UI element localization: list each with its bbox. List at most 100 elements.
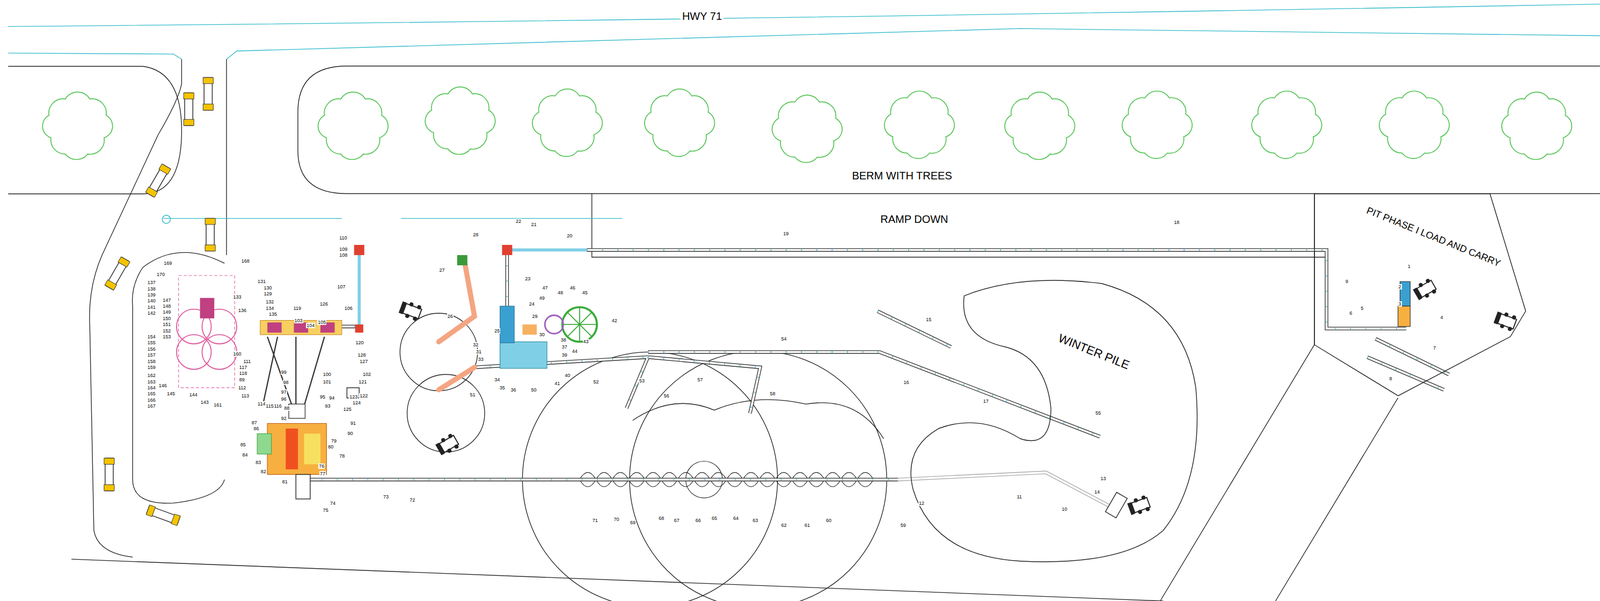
callout-number: 120: [355, 339, 365, 346]
callout-number: 40: [564, 372, 571, 378]
callout-number: 47: [542, 285, 549, 291]
callout-number: 76: [318, 463, 325, 469]
callout-number: 33: [477, 356, 485, 362]
crusher: [200, 297, 215, 319]
callout-number: 162: [147, 372, 157, 378]
callout-number: 135: [268, 311, 278, 317]
stockpile: [522, 351, 778, 601]
callout-number: 61: [804, 522, 811, 528]
callout-number: 114: [257, 400, 266, 407]
loader-fleet: [397, 277, 1518, 517]
callout-number: 62: [780, 522, 787, 528]
truck: [104, 457, 115, 491]
callout-number: 110: [338, 235, 348, 241]
callout-number: 104: [305, 322, 316, 328]
tree: [532, 89, 603, 157]
callout-number: 111: [242, 358, 252, 364]
callout-number: 11: [1016, 493, 1023, 500]
callout-number: 126: [319, 301, 329, 307]
berm-outline: [8, 66, 182, 194]
callout-number: 132: [265, 298, 275, 305]
callout-number: 7: [1432, 345, 1437, 351]
callout-number: 3: [1398, 301, 1402, 307]
region-label: PIT PHASE I LOAD AND CARRY: [1363, 202, 1505, 270]
feeder: [295, 473, 311, 499]
callout-number: 105: [317, 319, 327, 325]
stockpile: [629, 351, 887, 601]
callout-number: 26: [447, 313, 454, 319]
callout-number: 75: [322, 507, 330, 513]
map-label: RAMP DOWN: [878, 212, 950, 226]
callout-number: 158: [147, 358, 157, 364]
callout-number: 81: [281, 478, 289, 485]
callout-number: 116: [273, 403, 283, 409]
region-label: BERM WITH TREES: [850, 169, 954, 182]
loader: [434, 432, 460, 457]
callout-number: 96: [280, 396, 288, 402]
callout-number: 87: [251, 419, 258, 426]
callout-number: 58: [769, 390, 776, 397]
site-region: PIT PHASE I LOAD AND CARRY: [1314, 191, 1529, 398]
callout-number: 84: [242, 451, 249, 458]
callout-number: 92: [280, 415, 288, 421]
callout-number: 169: [163, 260, 173, 266]
callout-number: 156: [147, 346, 157, 352]
callout-number: 164: [147, 384, 157, 391]
transfer-point: [457, 254, 468, 266]
truck: [183, 92, 194, 126]
callout-number: 118: [238, 370, 248, 376]
thickener: [562, 307, 598, 342]
callout-number: 80: [327, 443, 334, 450]
conveyor: [277, 249, 1450, 479]
callout-number: 97: [280, 389, 288, 395]
callout-number: 117: [238, 364, 248, 370]
region-outline: [1314, 193, 1526, 396]
callout-number: 170: [156, 271, 166, 277]
callout-number: 91: [349, 420, 357, 426]
callout-number: 41: [553, 380, 561, 386]
callout-number: 21: [530, 221, 538, 228]
callout-number: 122: [359, 392, 369, 399]
callout-number: 148: [162, 303, 172, 309]
callout-number: 28: [472, 231, 479, 238]
callout-number: 36: [510, 386, 517, 393]
callout-number: 168: [240, 258, 251, 264]
callout-number: 108: [338, 252, 348, 258]
callout-number: 20: [566, 232, 573, 239]
callout-number: 37: [561, 344, 568, 350]
highway-line: [8, 28, 1600, 60]
callout-number: 123: [348, 393, 359, 400]
region-label: WINTER PILE: [1055, 331, 1134, 373]
callout-number: 74: [329, 500, 336, 506]
callout-number: 2: [1398, 283, 1402, 290]
crusher-frame: [178, 275, 236, 388]
conveyor: [897, 472, 1118, 510]
callout-number: 44: [571, 348, 579, 354]
callout-number: 73: [382, 493, 390, 500]
callout-number: 51: [469, 391, 477, 398]
crusher-circle: [201, 334, 237, 370]
callout-number: 35: [499, 384, 506, 391]
callout-number: 13: [1099, 475, 1107, 481]
callout-number: 78: [338, 453, 346, 459]
callout-number: 136: [237, 307, 247, 313]
callout-number: 128: [356, 352, 367, 358]
road-edge: [89, 59, 182, 557]
callout-number: 49: [538, 295, 546, 301]
callout-number: 160: [232, 351, 242, 357]
conveyor-idlers: [277, 249, 1450, 479]
callout-number: 53: [638, 377, 646, 384]
callout-number: 34: [493, 376, 501, 383]
screen-unit: [267, 322, 282, 333]
callout-number: 45: [581, 289, 589, 296]
callout-number: 121: [358, 378, 368, 385]
callout-number: 115: [265, 403, 274, 409]
hopper: [522, 324, 537, 335]
callout-number: 138: [147, 286, 157, 292]
callout-number: 137: [147, 279, 157, 286]
callout-number: 147: [162, 297, 172, 303]
site-boundary: [71, 193, 1398, 601]
callout-number: 95: [319, 393, 326, 400]
highway-line: [8, 4, 1600, 27]
callout-number: 77: [319, 470, 326, 477]
